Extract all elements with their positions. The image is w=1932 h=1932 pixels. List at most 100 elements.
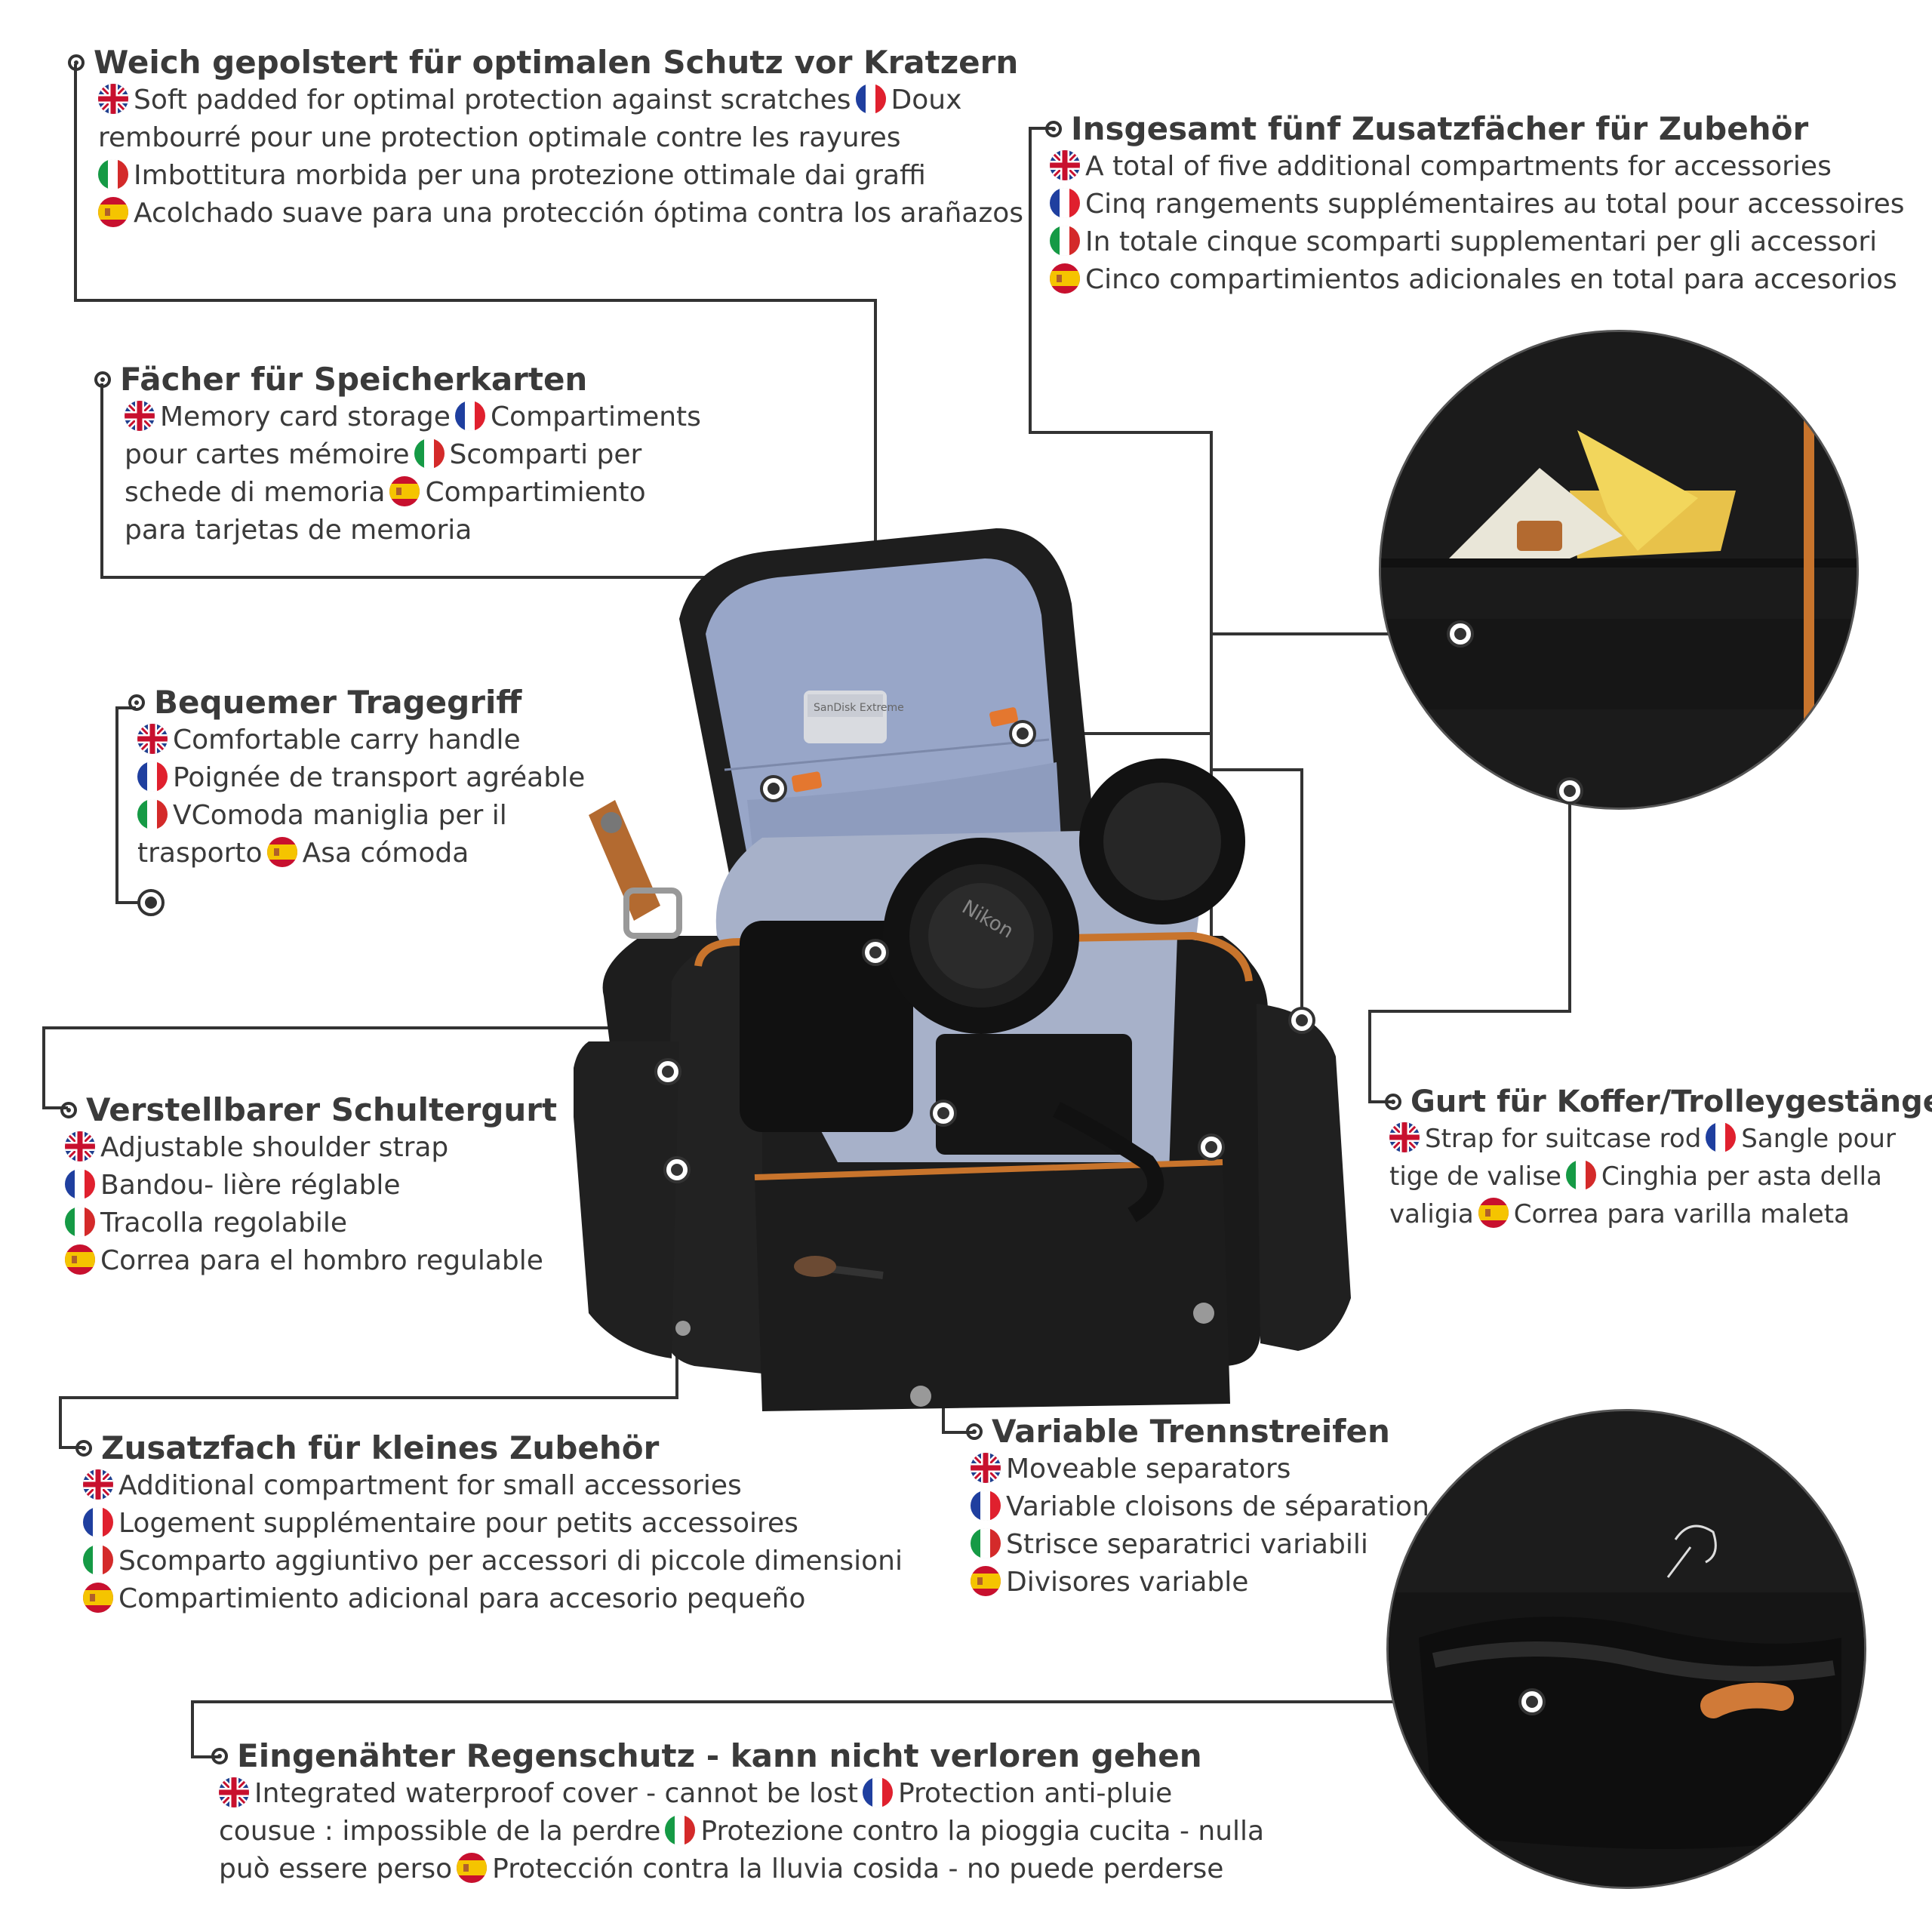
annotation-text: Integrated waterproof cover - cannot be …: [254, 1778, 858, 1810]
annotation-line: Imbottitura morbida per una protezione o…: [98, 157, 1023, 195]
annotation-text: cousue : impossible de la perdre: [219, 1816, 661, 1847]
annotation-compartments: Insgesamt fünf Zusatzfächer für Zubehör …: [1045, 110, 1905, 299]
annotation-text: Cinghia per asta della: [1601, 1161, 1882, 1192]
annotation-line: Soft padded for optimal protection again…: [98, 82, 1023, 119]
annotation-line: Poignée de transport agréable: [137, 759, 585, 797]
annotation-line: rembourré pour une protection optimale c…: [98, 119, 1023, 157]
flag-uk-icon: [971, 1453, 1001, 1484]
memory-card-label: SanDisk Extreme: [814, 702, 904, 714]
flag-it-icon: [98, 159, 128, 190]
annotation-rain-cover: Eingenähter Regenschutz - kann nicht ver…: [211, 1737, 1264, 1888]
marker-icon: [60, 1102, 77, 1119]
flag-es-icon: [389, 476, 420, 507]
marker-icon: [966, 1423, 983, 1441]
annotation-line: cousue : impossible de la perdre Protezio…: [219, 1813, 1264, 1850]
annotation-title: Weich gepolstert für optimalen Schutz vo…: [68, 44, 1023, 82]
flag-it-icon: [414, 438, 445, 469]
annotation-text: Cinco compartimientos adicionales en tot…: [1085, 264, 1897, 296]
flag-es-icon: [1478, 1198, 1509, 1228]
annotation-line: Variable cloisons de séparation: [971, 1488, 1429, 1526]
flag-uk-icon: [125, 401, 155, 432]
annotation-text: Correa para varilla maleta: [1513, 1199, 1850, 1229]
annotation-text: Protezione contro la pioggia cucita - nu…: [700, 1816, 1265, 1847]
annotation-line: Acolchado suave para una protección ópti…: [98, 195, 1023, 232]
camera-bag-image: SanDisk Extreme Nikon: [574, 528, 1351, 1411]
annotation-title: Bequemer Tragegriff: [128, 684, 585, 721]
annotation-line: Logement supplémentaire pour petits acce…: [83, 1505, 903, 1543]
umbrella-icon: [1666, 1524, 1717, 1578]
annotation-text: rembourré pour une protection optimale c…: [98, 122, 901, 154]
annotation-text: Adjustable shoulder strap: [100, 1132, 449, 1164]
flag-it-icon: [65, 1207, 95, 1238]
flag-it-icon: [137, 799, 168, 830]
marker-icon: [68, 54, 85, 72]
flag-es-icon: [971, 1566, 1001, 1597]
annotation-line: Cinq rangements supplémentaires au total…: [1050, 186, 1905, 223]
annotation-line: Cinco compartimientos adicionales en tot…: [1050, 261, 1905, 299]
annotation-title: Gurt für Koffer/Trolleygestänge: [1385, 1084, 1932, 1120]
annotation-line: Bandou- lière réglable: [65, 1167, 557, 1204]
flag-uk-icon: [83, 1469, 113, 1500]
annotation-text: A total of five additional compartments …: [1085, 151, 1832, 183]
marker-icon: [75, 1440, 92, 1457]
flag-uk-icon: [65, 1131, 95, 1162]
annotation-title: Zusatzfach für kleines Zubehör: [75, 1429, 903, 1467]
annotation-small-accessories: Zusatzfach für kleines Zubehör Additiona…: [75, 1429, 903, 1618]
annotation-lines: Additional compartment for small accesso…: [75, 1467, 903, 1618]
annotation-title: Insgesamt fünf Zusatzfächer für Zubehör: [1045, 110, 1905, 148]
annotation-text: Memory card storage: [160, 401, 451, 433]
annotation-line: Integrated waterproof cover - cannot be …: [219, 1775, 1264, 1813]
flag-fr-icon: [855, 84, 886, 115]
flag-es-icon: [83, 1583, 113, 1614]
annotation-line: può essere perso Protección contra la llu…: [219, 1850, 1264, 1888]
annotation-text: Cinq rangements supplémentaires au total…: [1085, 189, 1905, 220]
annotation-trolley: Gurt für Koffer/Trolleygestänge Strap fo…: [1385, 1084, 1932, 1233]
annotation-line: Adjustable shoulder strap: [65, 1129, 557, 1167]
annotation-line: Additional compartment for small accesso…: [83, 1467, 903, 1505]
flag-fr-icon: [1706, 1122, 1737, 1152]
annotation-title: Fächer für Speicherkarten: [94, 361, 701, 398]
annotation-text: schede di memoria: [125, 477, 386, 509]
annotation-text: Divisores variable: [1006, 1567, 1249, 1598]
annotation-lines: A total of five additional compartments …: [1045, 148, 1905, 299]
marker-icon: [1045, 121, 1062, 138]
annotation-text: può essere perso: [219, 1854, 453, 1885]
annotation-line: Scomparto aggiuntivo per accessori di pi…: [83, 1543, 903, 1580]
annotation-text: Comfortable carry handle: [173, 724, 521, 756]
flag-fr-icon: [1050, 188, 1080, 219]
flag-uk-icon: [1050, 150, 1080, 181]
flag-uk-icon: [98, 84, 128, 115]
flag-es-icon: [266, 837, 297, 868]
annotation-line: VComoda maniglia per il: [137, 797, 585, 835]
flag-uk-icon: [1389, 1122, 1420, 1152]
annotation-text: Variable cloisons de séparation: [1006, 1491, 1429, 1523]
annotation-separators: Variable Trennstreifen Moveable separato…: [966, 1413, 1429, 1601]
annotation-text: valigia: [1389, 1199, 1474, 1229]
flag-fr-icon: [971, 1491, 1001, 1521]
annotation-memory-cards: Fächer für Speicherkarten Memory card st…: [94, 361, 701, 549]
annotation-text: Bandou- lière réglable: [100, 1170, 401, 1201]
annotation-line: Comfortable carry handle: [137, 721, 585, 759]
annotation-text: Logement supplémentaire pour petits acce…: [118, 1508, 798, 1540]
annotation-text: Strisce separatrici variabili: [1006, 1529, 1368, 1561]
flag-fr-icon: [83, 1507, 113, 1538]
annotation-text: Protección contra la lluvia cosida - no …: [492, 1854, 1224, 1885]
annotation-shoulder-strap: Verstellbarer Schultergurt Adjustable sh…: [60, 1091, 557, 1280]
flag-es-icon: [1050, 263, 1080, 294]
annotation-text: Scomparto aggiuntivo per accessori di pi…: [118, 1546, 903, 1577]
marker-icon: [128, 694, 145, 712]
flag-it-icon: [1565, 1160, 1596, 1190]
annotation-text: Soft padded for optimal protection again…: [134, 85, 851, 116]
annotation-text: Compartimiento: [425, 477, 646, 509]
annotation-text: Scomparti per: [449, 439, 642, 471]
annotation-line: valigia Correa para varilla maleta: [1389, 1195, 1932, 1233]
flag-fr-icon: [862, 1777, 893, 1808]
flag-it-icon: [665, 1815, 696, 1846]
annotation-text: Correa para el hombro regulable: [100, 1245, 543, 1277]
annotation-text: para tarjetas de memoria: [125, 515, 472, 546]
annotation-line: Strisce separatrici variabili: [971, 1526, 1429, 1564]
